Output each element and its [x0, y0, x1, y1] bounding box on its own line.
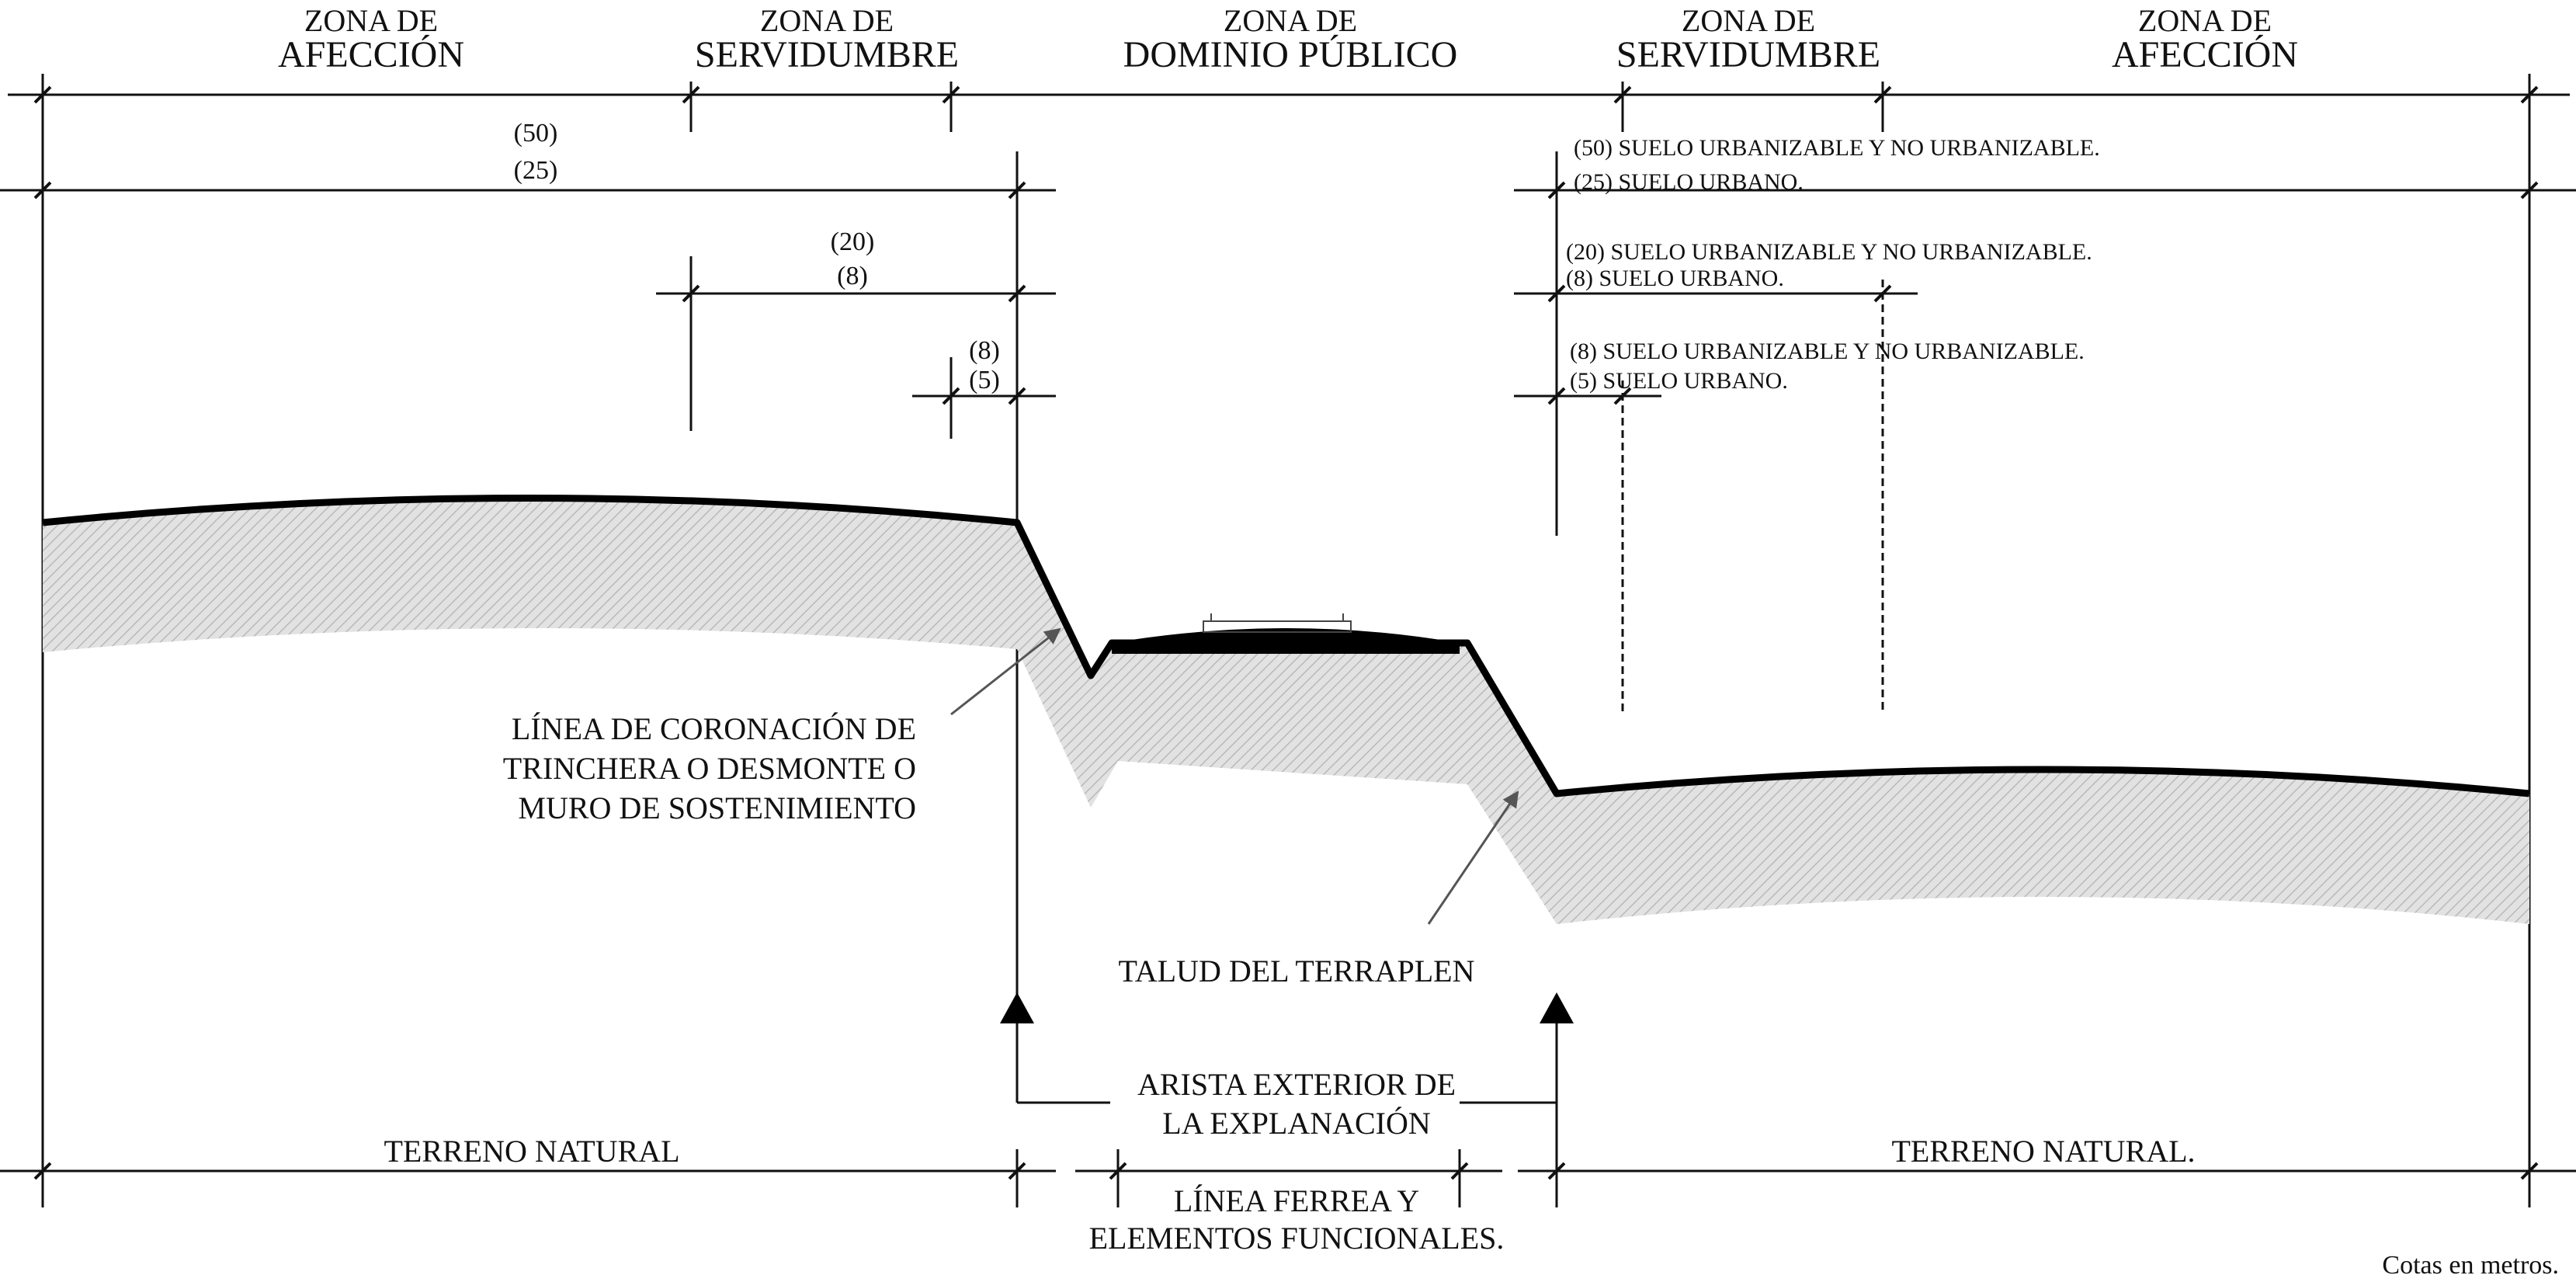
- zone-header-servidumbre-right: ZONA DE SERVIDUMBRE: [1616, 3, 1880, 75]
- zone-header-line1: ZONA DE: [1682, 3, 1815, 38]
- ground-profile: [42, 495, 2530, 797]
- zone-header-line2: SERVIDUMBRE: [1616, 34, 1880, 75]
- arrow-up-left: [1000, 992, 1034, 1023]
- zone-header-afeccion-right: ZONA DE AFECCIÓN: [2112, 3, 2298, 75]
- callout-coronacion-line1: LÍNEA DE CORONACIÓN DE: [512, 711, 916, 746]
- callout-talud: TALUD DEL TERRAPLEN: [1119, 790, 1519, 988]
- arrow-up-right: [1540, 992, 1574, 1023]
- terreno-natural-left: TERRENO NATURAL: [384, 1134, 679, 1169]
- callout-coronacion-line3: MURO DE SOSTENIMIENTO: [518, 790, 916, 825]
- right-dimensions: (50) SUELO URBANIZABLE Y NO URBANIZABLE.…: [1514, 135, 2576, 714]
- linea-ferrea-line2: ELEMENTOS FUNCIONALES.: [1089, 1221, 1505, 1256]
- dimension-label-8b: (8): [969, 336, 1000, 365]
- bottom-dimension-line: TERRENO NATURAL TERRENO NATURAL. LÍNEA F…: [0, 1134, 2576, 1256]
- left-dimensions: (50) (25) (20) (8) (8) (5): [0, 119, 1056, 439]
- zone-header-line1: ZONA DE: [2138, 3, 2272, 38]
- zone-boundary-line: [8, 74, 2570, 1207]
- zone-header-line2: AFECCIÓN: [2112, 33, 2298, 75]
- dimension-label-8: (8): [837, 262, 868, 290]
- dimension-label-20: (20): [831, 228, 875, 256]
- note-8-urbanizable: (8) SUELO URBANIZABLE Y NO URBANIZABLE.: [1570, 339, 2085, 364]
- dimension-label-5: (5): [969, 366, 1000, 394]
- track-rails: [1203, 620, 1352, 633]
- zone-header-line1: ZONA DE: [304, 3, 438, 38]
- note-5-urbano: (5) SUELO URBANO.: [1570, 368, 1788, 394]
- zone-headers: ZONA DE AFECCIÓN ZONA DE SERVIDUMBRE ZON…: [278, 3, 2298, 75]
- track-bed: [1112, 628, 1460, 654]
- zone-header-dominio-publico: ZONA DE DOMINIO PÚBLICO: [1123, 3, 1458, 75]
- terreno-natural-right: TERRENO NATURAL.: [1891, 1134, 2195, 1169]
- note-25-urbano: (25) SUELO URBANO.: [1574, 169, 1804, 195]
- soil-hatching: [43, 498, 2529, 924]
- zone-header-servidumbre-left: ZONA DE SERVIDUMBRE: [695, 3, 959, 75]
- callout-talud-text: TALUD DEL TERRAPLEN: [1119, 954, 1475, 988]
- zone-header-afeccion-left: ZONA DE AFECCIÓN: [278, 3, 464, 75]
- note-50-urbanizable: (50) SUELO URBANIZABLE Y NO URBANIZABLE.: [1574, 135, 2100, 161]
- callout-coronacion-line2: TRINCHERA O DESMONTE O: [503, 751, 916, 786]
- dimension-label-25: (25): [514, 156, 558, 185]
- zone-header-line2: AFECCIÓN: [278, 33, 464, 75]
- callout-arista-line2: LA EXPLANACIÓN: [1162, 1106, 1431, 1141]
- callout-coronacion: LÍNEA DE CORONACIÓN DE TRINCHERA O DESMO…: [503, 627, 1061, 825]
- zone-header-line1: ZONA DE: [1224, 3, 1357, 38]
- note-20-urbanizable: (20) SUELO URBANIZABLE Y NO URBANIZABLE.: [1566, 239, 2092, 265]
- zone-header-line1: ZONA DE: [760, 3, 894, 38]
- callout-arista-line1: ARISTA EXTERIOR DE: [1137, 1067, 1456, 1102]
- linea-ferrea-line1: LÍNEA FERREA Y: [1174, 1183, 1419, 1218]
- zone-header-line2: DOMINIO PÚBLICO: [1123, 33, 1458, 75]
- zone-header-line2: SERVIDUMBRE: [695, 34, 959, 75]
- callout-arista: ARISTA EXTERIOR DE LA EXPLANACIÓN: [1000, 992, 1574, 1141]
- units-footnote: Cotas en metros.: [2382, 1251, 2559, 1280]
- note-8-urbano: (8) SUELO URBANO.: [1566, 266, 1784, 291]
- dimension-label-50: (50): [514, 119, 558, 148]
